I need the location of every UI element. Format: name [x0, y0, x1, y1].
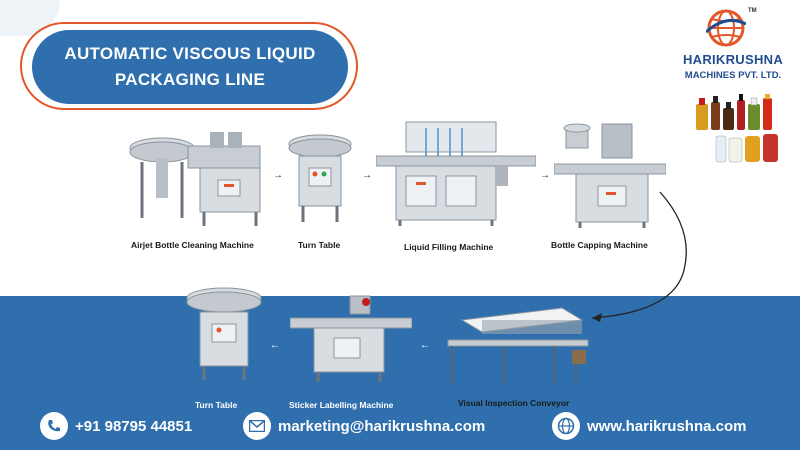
flow-arrow-3: →	[540, 170, 550, 181]
turn-table-machine-image-2	[186, 287, 262, 380]
curved-flow-arrow	[591, 191, 687, 322]
label-turn-table-2: Turn Table	[195, 400, 238, 410]
globe-icon	[552, 412, 580, 440]
contact-website[interactable]: www.harikrushna.com	[552, 410, 747, 442]
company-logo: TM HARIKRUSHNA MACHINES PVT. LTD.	[672, 8, 794, 88]
globe-logo-icon	[706, 9, 746, 47]
flow-arrow-5: ←	[270, 340, 280, 351]
envelope-icon	[243, 412, 271, 440]
bottle-capping-machine-image	[554, 123, 666, 228]
label-inspection: Visual Inspection Conveyor	[458, 398, 570, 408]
title-outline	[20, 22, 358, 110]
brand-name: HARIKRUSHNA	[682, 52, 784, 67]
turn-table-machine-image-1	[288, 134, 352, 222]
email-address: marketing@harikrushna.com	[278, 417, 486, 435]
trademark: TM	[748, 8, 757, 14]
page-title: AUTOMATIC VISCOUS LIQUID PACKAGING LINE	[32, 30, 348, 104]
contact-phone[interactable]: +91 98795 44851	[40, 410, 192, 442]
flow-arrow-2: →	[362, 170, 372, 181]
website-url: www.harikrushna.com	[587, 417, 747, 435]
title-line-1: AUTOMATIC VISCOUS LIQUID	[64, 44, 316, 63]
sticker-labelling-machine-image	[290, 295, 412, 382]
flow-arrow-4: ←	[420, 340, 430, 351]
label-liquid-filling: Liquid Filling Machine	[404, 242, 494, 252]
liquid-filling-machine-image	[376, 121, 536, 226]
title-line-2: PACKAGING LINE	[114, 70, 266, 89]
product-bottles-image	[696, 94, 778, 163]
label-airjet: Airjet Bottle Cleaning Machine	[131, 240, 254, 250]
airjet-bottle-cleaning-machine-image	[129, 132, 261, 226]
visual-inspection-conveyor-image	[447, 307, 589, 384]
phone-icon	[40, 412, 68, 440]
phone-number: +91 98795 44851	[75, 417, 193, 435]
label-sticker: Sticker Labelling Machine	[289, 400, 394, 410]
contact-email[interactable]: marketing@harikrushna.com	[243, 410, 485, 442]
flow-arrow-1: →	[273, 170, 283, 181]
brand-subtitle: MACHINES PVT. LTD.	[684, 70, 782, 81]
label-capping: Bottle Capping Machine	[551, 240, 648, 250]
label-turn-table-1: Turn Table	[298, 240, 341, 250]
